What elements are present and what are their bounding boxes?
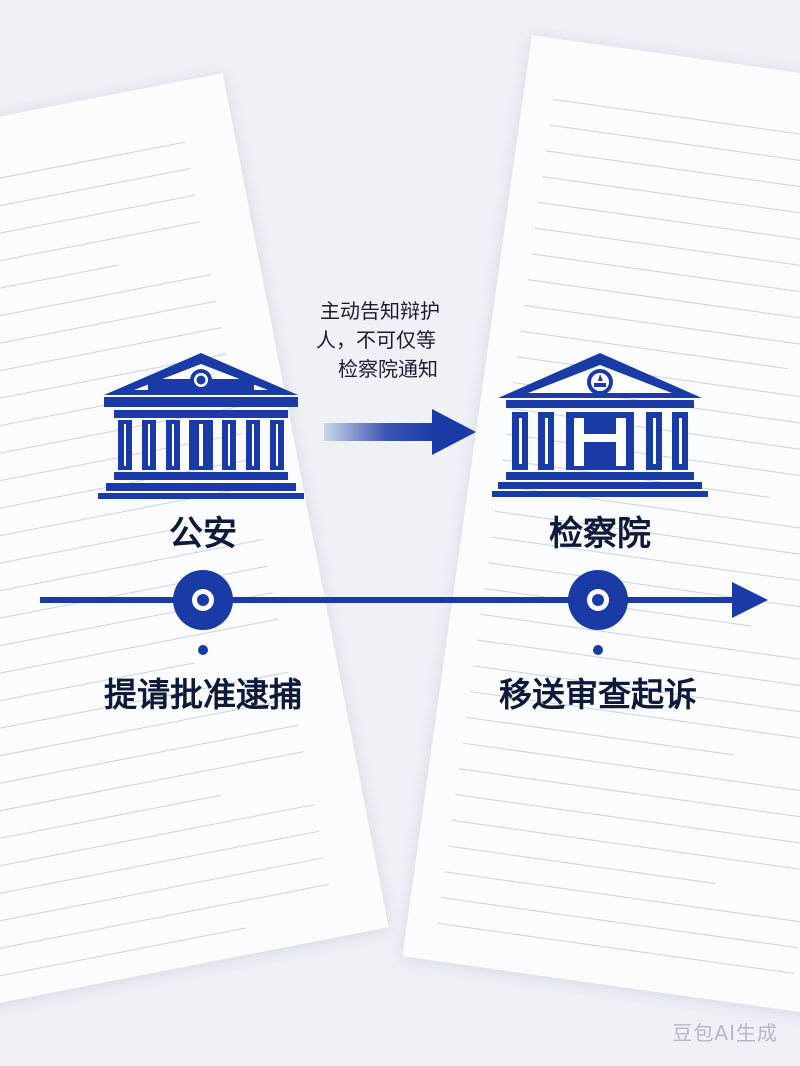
notice-line-1: 主动告知辩护 xyxy=(320,299,440,323)
timeline-arrowhead-icon xyxy=(732,582,768,618)
timeline-node-icon xyxy=(173,570,233,655)
paper-rule-line xyxy=(444,871,800,923)
paper-rule-line xyxy=(0,751,304,825)
paper-rule-line xyxy=(0,194,196,269)
step-prosecution-label: 移送审查起诉 xyxy=(499,675,697,714)
paper-rule-line xyxy=(0,883,330,958)
timeline-node-icon xyxy=(568,570,628,655)
paper-rule-line xyxy=(0,141,186,216)
step-arrest-label: 提请批准逮捕 xyxy=(104,675,302,714)
timeline xyxy=(40,570,768,655)
paper-rule-line xyxy=(0,221,201,295)
paper-rule-line xyxy=(440,897,798,949)
paper-rule-line xyxy=(455,794,800,846)
paper-rule-line xyxy=(451,819,800,871)
police-label: 公安 xyxy=(169,514,237,554)
paper-rule-line xyxy=(534,227,800,279)
paper-rule-line xyxy=(437,922,794,974)
notice-line-2: 人，不可仅等 xyxy=(316,328,436,352)
notice-text: 主动告知辩护 人，不可仅等 检察院通知 xyxy=(316,297,468,384)
paper-rule-line xyxy=(458,768,800,820)
right-arrow-icon xyxy=(324,409,476,455)
paper-rule-line xyxy=(527,279,800,331)
paper-rule-line xyxy=(531,253,800,305)
procuratorate-building-icon xyxy=(492,353,708,497)
paper-rule-line xyxy=(0,168,191,242)
police-building-icon xyxy=(98,353,304,499)
watermark: 豆包AI生成 xyxy=(672,1021,778,1045)
notice-line-3: 检察院通知 xyxy=(338,357,438,381)
paper-rule-line xyxy=(0,927,247,984)
procuratorate-label: 检察院 xyxy=(549,514,651,554)
paper-rule-line xyxy=(462,742,800,794)
